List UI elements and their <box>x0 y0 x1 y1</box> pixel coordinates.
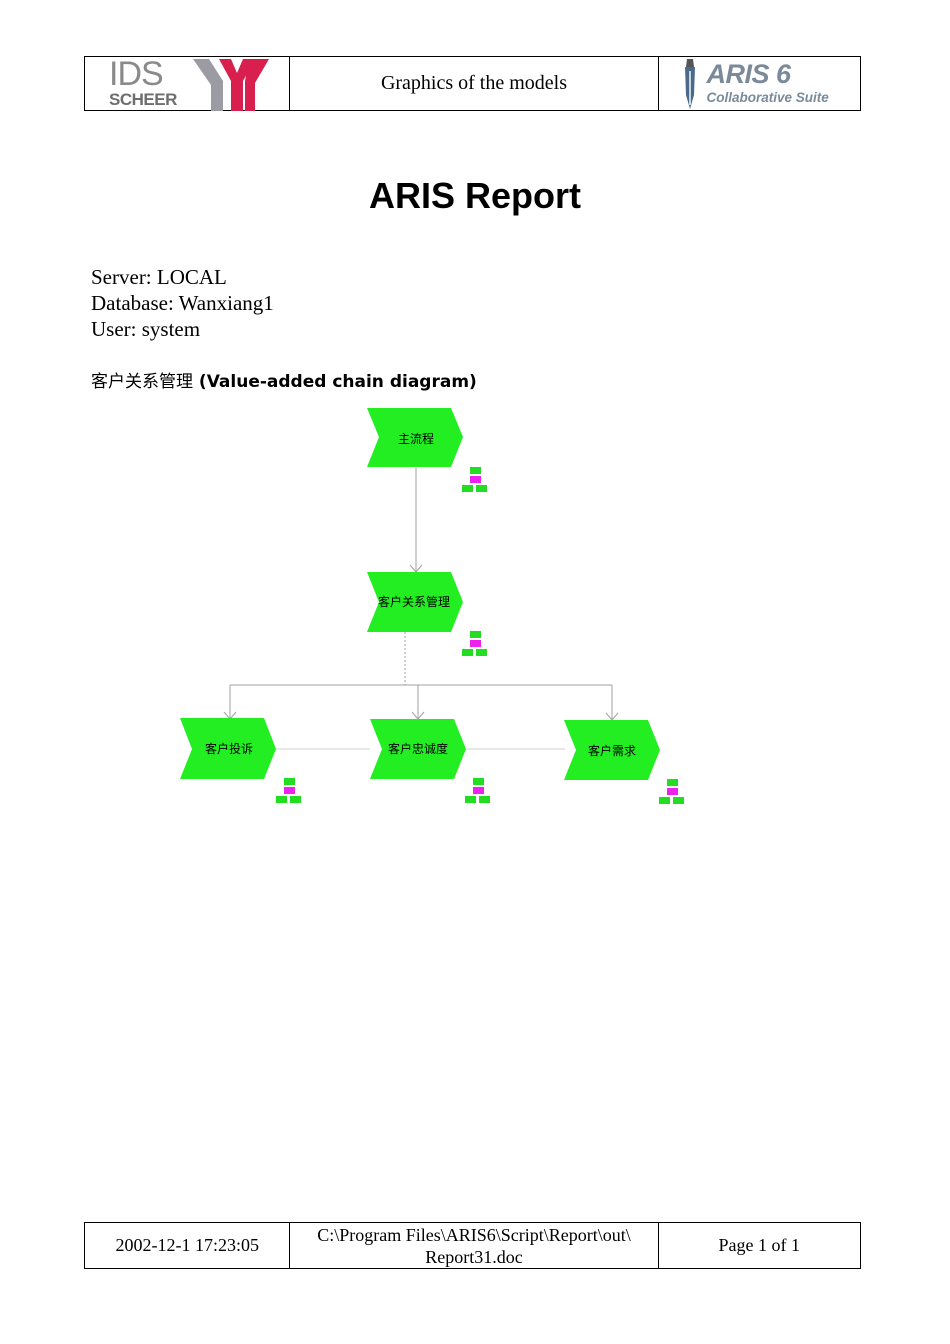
header-title: Graphics of the models <box>290 57 659 110</box>
node-label-complaint: 客户投诉 <box>205 741 253 756</box>
assignment-icon <box>462 467 487 492</box>
function-shape-loyalty <box>370 719 466 779</box>
node-main-process: 主流程 <box>367 408 487 492</box>
aris-logo-cell: ARIS 6 Collaborative Suite <box>659 57 860 110</box>
function-shape-crm <box>367 572 463 632</box>
node-label-main: 主流程 <box>398 431 434 446</box>
node-loyalty: 客户忠诚度 <box>370 719 490 803</box>
report-title: ARIS Report <box>368 175 581 216</box>
user-line: User: system <box>91 317 201 341</box>
logo-ids-text: IDS <box>109 55 164 93</box>
footer-timestamp: 2002-12-1 17:23:05 <box>85 1223 291 1268</box>
aris-logo-subtitle: Collaborative Suite <box>706 90 829 105</box>
model-type: (Value-added chain diagram) <box>193 372 477 392</box>
node-crm: 客户关系管理 <box>367 572 487 656</box>
footer-path-line2: Report31.doc <box>425 1246 523 1267</box>
node-label-demand: 客户需求 <box>588 743 636 758</box>
assignment-icon <box>276 778 301 803</box>
model-heading: 客户关系管理 (Value-added chain diagram) <box>91 367 477 392</box>
node-label-loyalty: 客户忠诚度 <box>388 741 448 756</box>
model-name: 客户关系管理 <box>91 372 193 392</box>
aris-logo-title: ARIS 6 <box>706 59 792 89</box>
footer-file-path: C:\Program Files\ARIS6\Script\Report\out… <box>290 1223 659 1268</box>
database-line: Database: Wanxiang1 <box>91 291 274 315</box>
function-shape-demand <box>564 720 660 780</box>
ids-scheer-logo-cell: IDS SCHEER <box>85 55 291 112</box>
server-line: Server: LOCAL <box>91 265 227 289</box>
page-footer: 2002-12-1 17:23:05 C:\Program Files\ARIS… <box>84 1222 861 1269</box>
ids-scheer-logo: IDS SCHEER <box>85 55 291 112</box>
assignment-icon <box>659 779 684 804</box>
assignment-icon <box>465 778 490 803</box>
report-info: Server: LOCAL Database: Wanxiang1 User: … <box>91 264 274 342</box>
assignment-icon <box>462 631 487 656</box>
logo-scheer-text: SCHEER <box>109 90 177 109</box>
footer-path-line1: C:\Program Files\ARIS6\Script\Report\out… <box>317 1224 631 1245</box>
page-header: IDS SCHEER Graphics of the models ARIS 6… <box>84 55 861 112</box>
footer-page-number: Page 1 of 1 <box>718 1235 800 1255</box>
node-label-crm: 客户关系管理 <box>378 594 450 609</box>
node-demand: 客户需求 <box>564 720 684 804</box>
aris-pen-icon <box>684 59 695 109</box>
value-added-chain-diagram: 主流程 客户关系管理 客户投诉 客户忠诚度 客户需求 <box>180 408 684 804</box>
node-complaint: 客户投诉 <box>180 718 301 803</box>
function-shape-complaint <box>180 718 276 779</box>
function-shape-main <box>367 408 463 467</box>
aris6-logo: ARIS 6 Collaborative Suite <box>659 57 861 112</box>
ids-y-mark-icon <box>193 59 269 111</box>
